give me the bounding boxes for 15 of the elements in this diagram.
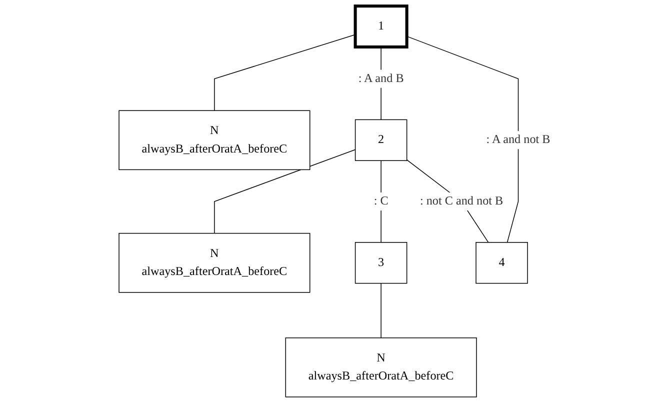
edge-label: : A and B: [358, 72, 404, 85]
node-box: N alwaysB_afterOratA_beforeC: [118, 110, 310, 170]
connector: [380, 282, 382, 338]
connector: [214, 34, 356, 111]
node-box: 1: [354, 4, 408, 48]
edge-label: : A and not B: [486, 133, 550, 146]
node-box: 3: [354, 242, 408, 284]
connector: [380, 160, 382, 243]
node-box: N alwaysB_afterOratA_beforeC: [285, 337, 477, 398]
connector: [214, 149, 356, 234]
node-box: N alwaysB_afterOratA_beforeC: [118, 232, 310, 293]
edge-label: : not C and not B: [420, 194, 503, 208]
node-box: 4: [476, 242, 528, 284]
node-box: 2: [354, 119, 408, 161]
edge-label: : C: [374, 194, 388, 208]
